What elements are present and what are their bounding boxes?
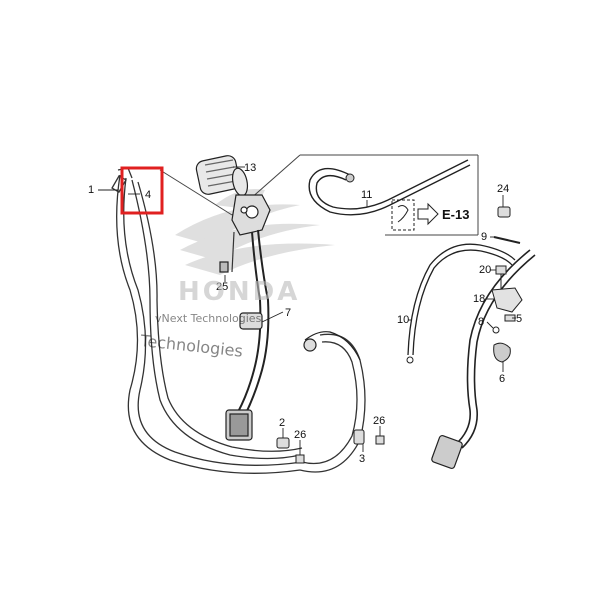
lever-switch: [239, 312, 361, 361]
label-part-10: 10: [397, 314, 409, 326]
reference-box: [391, 199, 439, 231]
label-part-8: 8: [478, 316, 484, 328]
label-part-18: 18: [473, 293, 485, 305]
label-part-3: 3: [359, 453, 365, 465]
left-cable-bundle: [116, 174, 366, 474]
screw-26-left: [295, 454, 305, 464]
label-part-20: 20: [479, 264, 491, 276]
clamp-2: [276, 437, 290, 449]
washer-8: [492, 326, 500, 334]
label-part-11: 11: [361, 189, 372, 201]
connector-right: [431, 434, 463, 470]
bracket-9: [493, 236, 521, 244]
label-reference-code: E-13: [442, 207, 469, 222]
lever-bracket-18: [491, 287, 523, 313]
cable-end-right: [345, 173, 355, 183]
label-part-6: 6: [499, 373, 505, 385]
label-part-26-left: 26: [294, 429, 306, 441]
label-part-4: 4: [145, 189, 151, 201]
connector-left: [225, 409, 253, 441]
label-part-9: 9: [481, 231, 487, 243]
label-part-7: 7: [285, 307, 291, 319]
label-part-1: 1: [88, 184, 94, 196]
cable-end-10: [406, 356, 414, 364]
highlight-box: [120, 166, 164, 215]
throttle-grip: [195, 155, 249, 197]
label-part-5: 5: [516, 313, 522, 325]
label-part-13: 13: [244, 162, 256, 174]
watermark-text-2: Technologies: [139, 331, 244, 361]
leader-lines: [98, 166, 516, 455]
label-part-2: 2: [279, 417, 285, 429]
label-part-26-right: 26: [373, 415, 385, 427]
bolt-24: [497, 206, 511, 218]
watermark-honda-logo: HONDA: [178, 277, 300, 307]
right-cable-10: [407, 243, 516, 356]
clamp-3: [353, 429, 365, 445]
screw-26-right: [375, 435, 385, 445]
upper-cable: [308, 159, 471, 216]
label-part-25: 25: [216, 281, 228, 293]
cover-6: [493, 342, 511, 363]
label-part-24: 24: [497, 183, 509, 195]
watermark-text-1: vNext Technologies: [155, 312, 262, 325]
switch-harness: [237, 229, 270, 416]
bolt-20: [495, 265, 507, 292]
switch-housing: [219, 194, 271, 273]
